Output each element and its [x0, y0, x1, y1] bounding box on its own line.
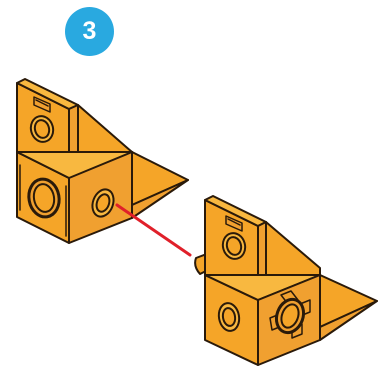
step-number: 3: [82, 17, 97, 45]
assembly-b-top-hole: [221, 215, 247, 260]
assembly-a: [16, 78, 189, 244]
step-number-badge: 3: [65, 7, 114, 56]
assembly-b-wing-edge: [319, 300, 378, 341]
assembly-a-right-hole: [91, 188, 115, 218]
assembly-b-right-hole: [269, 290, 311, 339]
assembly-a-top-hole: [29, 96, 55, 143]
assembly-b-triangle-top: [204, 195, 321, 276]
assembly-b-left-hole: [217, 302, 241, 332]
assembly-a-cube: [16, 151, 133, 244]
assembly-a-wing-edge: [131, 179, 189, 219]
assembly-b-wing: [319, 274, 378, 341]
assembly-b-top-slope: [265, 221, 321, 276]
assembly-a-triangle-top: [16, 78, 133, 153]
assembly-b: [194, 195, 378, 366]
connection-line: [115, 203, 192, 257]
assembly-b-cube: [204, 274, 321, 366]
assembly-a-top-slope: [77, 104, 133, 153]
assembly-b-top-corner: [257, 221, 267, 276]
assembly-a-left-hole: [19, 164, 67, 237]
assembly-a-wing: [131, 151, 189, 219]
assembly-a-top-corner: [68, 104, 79, 153]
